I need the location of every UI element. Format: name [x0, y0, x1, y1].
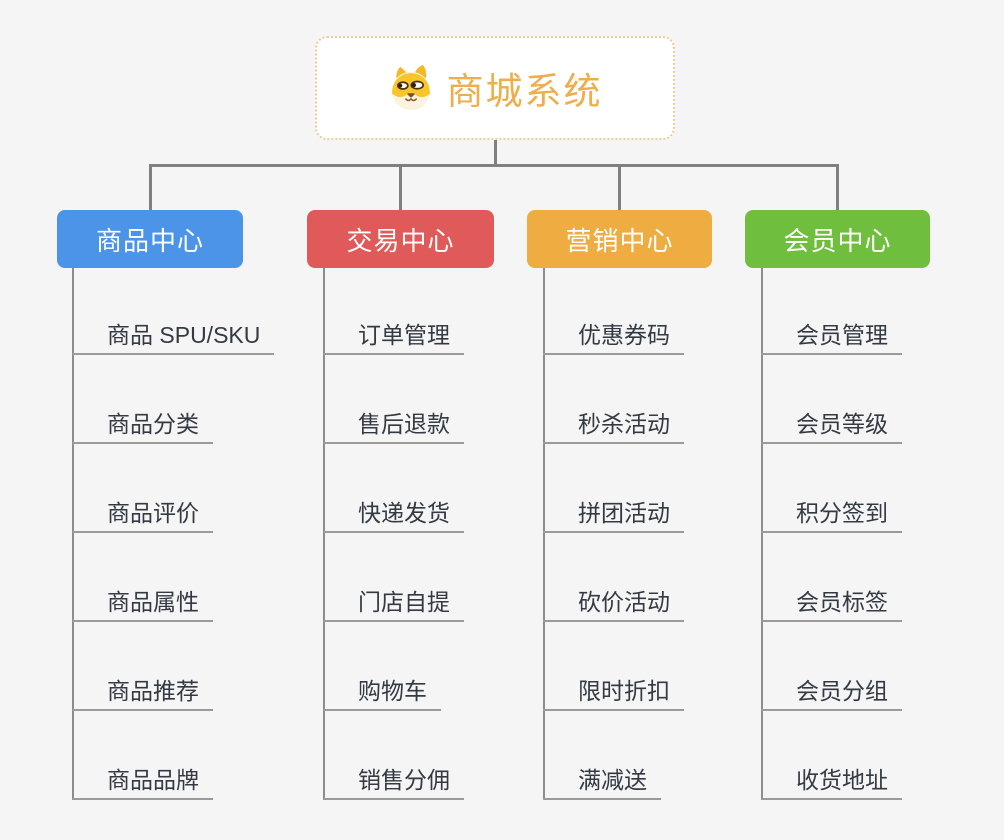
- leaf-topic[interactable]: 会员等级: [761, 406, 902, 444]
- leaf-topic[interactable]: 会员管理: [761, 317, 902, 355]
- branch-topic-product-center[interactable]: 商品中心: [57, 210, 243, 268]
- leaf-topic[interactable]: 优惠券码: [543, 317, 684, 355]
- leaf-topic[interactable]: 砍价活动: [543, 584, 684, 622]
- leaf-topic[interactable]: 售后退款: [323, 406, 464, 444]
- leaf-topic[interactable]: 拼团活动: [543, 495, 684, 533]
- leaf-topic[interactable]: 商品品牌: [72, 762, 213, 800]
- connector-branch-rail: [543, 268, 545, 799]
- leaf-topic[interactable]: 积分签到: [761, 495, 902, 533]
- connector-branch-rail: [323, 268, 325, 799]
- leaf-topic[interactable]: 门店自提: [323, 584, 464, 622]
- leaf-topic[interactable]: 限时折扣: [543, 673, 684, 711]
- connector-drop: [399, 164, 402, 210]
- leaf-topic[interactable]: 销售分佣: [323, 762, 464, 800]
- leaf-topic[interactable]: 购物车: [323, 673, 441, 711]
- connector-branch-rail: [72, 268, 74, 799]
- root-topic[interactable]: 商城系统: [315, 36, 675, 140]
- connector-root-stub: [494, 140, 497, 167]
- connector-rail: [149, 164, 839, 167]
- leaf-topic[interactable]: 快递发货: [323, 495, 464, 533]
- leaf-topic[interactable]: 秒杀活动: [543, 406, 684, 444]
- leaf-topic[interactable]: 商品分类: [72, 406, 213, 444]
- branch-topic-member-center[interactable]: 会员中心: [745, 210, 930, 268]
- leaf-topic[interactable]: 商品 SPU/SKU: [72, 317, 275, 355]
- dog-face-icon: [388, 65, 434, 111]
- leaf-topic[interactable]: 满减送: [543, 762, 661, 800]
- connector-drop: [618, 164, 621, 210]
- leaf-topic[interactable]: 商品属性: [72, 584, 213, 622]
- connector-branch-rail: [761, 268, 763, 799]
- branch-topic-marketing-center[interactable]: 营销中心: [527, 210, 712, 268]
- root-topic-title: 商城系统: [446, 71, 603, 112]
- leaf-topic[interactable]: 订单管理: [323, 317, 464, 355]
- leaf-topic[interactable]: 商品推荐: [72, 673, 213, 711]
- leaf-topic[interactable]: 商品评价: [72, 495, 213, 533]
- connector-drop: [149, 164, 152, 210]
- leaf-topic[interactable]: 会员分组: [761, 673, 902, 711]
- leaf-topic[interactable]: 会员标签: [761, 584, 902, 622]
- leaf-topic[interactable]: 收货地址: [761, 762, 902, 800]
- connector-drop: [836, 164, 839, 210]
- branch-topic-trade-center[interactable]: 交易中心: [307, 210, 494, 268]
